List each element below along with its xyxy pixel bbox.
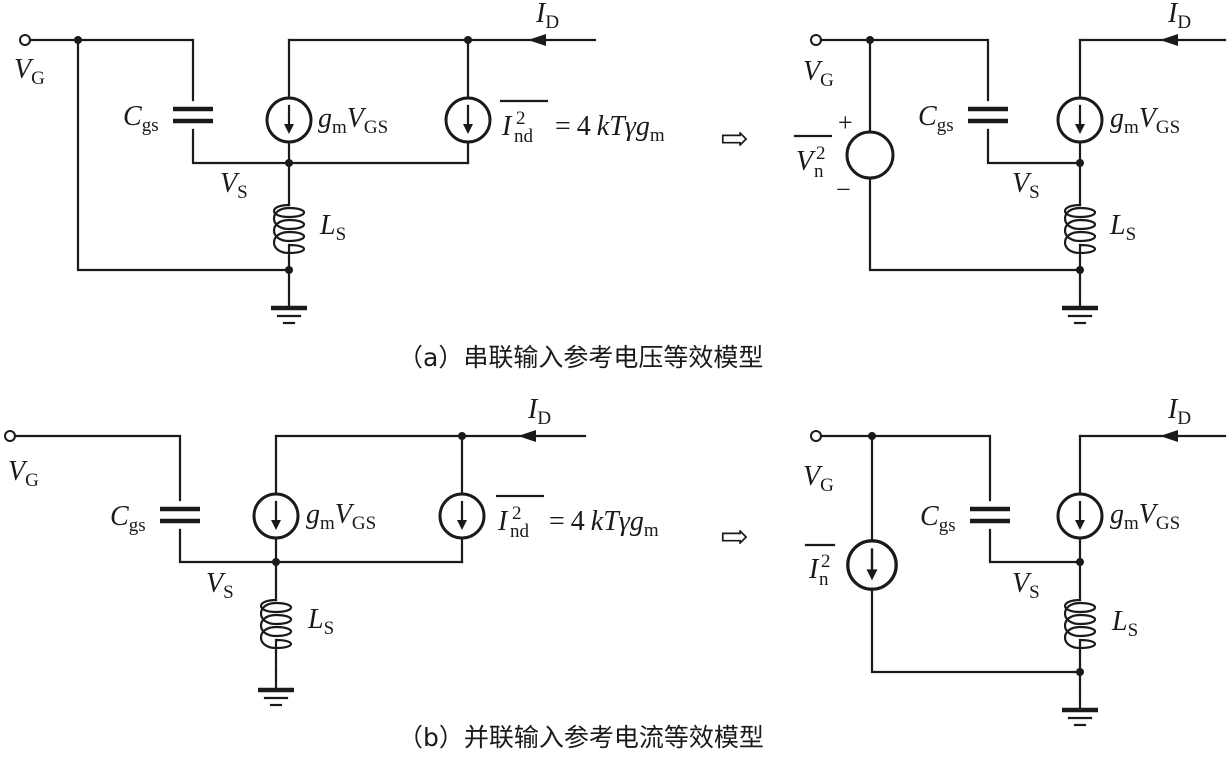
gm-vgs-label: gmVGS [1110, 499, 1180, 534]
ground-symbol [258, 670, 294, 705]
svg-text:V: V [796, 146, 816, 177]
ls-label: LS [319, 210, 346, 245]
gate-terminal [810, 430, 822, 442]
ls-label: LS [307, 604, 334, 639]
svg-text:nd: nd [510, 521, 530, 542]
svg-text:n: n [814, 161, 824, 182]
id-label: ID [527, 394, 551, 429]
gate-terminal [19, 34, 31, 46]
svg-text:nd: nd [514, 126, 534, 147]
gate-source-capacitor [160, 509, 200, 521]
svg-text:2: 2 [512, 503, 522, 524]
ground-symbol [1062, 288, 1098, 323]
vs-label: VS [206, 568, 234, 603]
source-inductor [1063, 598, 1097, 654]
drain-current-arrow [1160, 430, 1178, 442]
noise-voltage-source [845, 130, 895, 180]
gm-vgs-label: gmVGS [306, 499, 376, 534]
vs-label: VS [220, 168, 248, 203]
minus-sign: − [836, 175, 851, 204]
gate-source-capacitor [173, 109, 213, 121]
noise-voltage-label: V 2 n [793, 134, 833, 182]
vg-label: VG [803, 56, 834, 91]
gm-vgs-label: gmVGS [318, 103, 388, 138]
svg-text:I: I [501, 111, 513, 142]
gate-terminal [810, 34, 822, 46]
caption-a: （a）串联输入参考电压等效模型 [398, 343, 763, 372]
cgs-label: Cgs [110, 501, 146, 536]
svg-text:I: I [808, 554, 820, 585]
transconductance-source [1056, 492, 1104, 540]
transconductance-source [1056, 96, 1104, 144]
cgs-label: Cgs [123, 101, 159, 136]
svg-text:2: 2 [516, 108, 526, 129]
vs-label: VS [1012, 168, 1040, 203]
drain-current-arrow [1160, 34, 1178, 46]
svg-text:2: 2 [821, 551, 831, 572]
gate-terminal [4, 430, 16, 442]
vg-label: VG [8, 456, 39, 491]
source-inductor [272, 203, 306, 259]
caption-b: （b）并联输入参考电流等效模型 [398, 723, 764, 752]
gm-vgs-label: gmVGS [1110, 103, 1180, 138]
id-label: ID [535, 0, 559, 33]
ground-symbol [1062, 690, 1098, 725]
implies-arrow-b: ⇨ [720, 519, 749, 556]
drain-current-arrow [518, 430, 536, 442]
source-inductor [259, 598, 293, 654]
circuit-b-right: VG ID I 2 n Cgs gmVGS VS LS [803, 394, 1227, 725]
drain-noise-source [444, 96, 492, 144]
ls-label: LS [1111, 606, 1138, 641]
id-label: ID [1167, 394, 1191, 429]
drain-current-arrow [528, 34, 546, 46]
circuit-a-right: VG ID + − V 2 n Cgs gmVGS VS LS [793, 0, 1227, 323]
id-label: ID [1167, 0, 1191, 33]
ground-symbol [271, 288, 307, 323]
svg-text:I: I [497, 506, 509, 537]
noise-current-source [846, 539, 898, 591]
ls-label: LS [1109, 210, 1136, 245]
cgs-label: Cgs [920, 501, 956, 536]
svg-text:2: 2 [816, 143, 826, 164]
gate-source-capacitor [970, 509, 1010, 521]
implies-arrow-a: ⇨ [720, 121, 749, 158]
vg-label: VG [803, 461, 834, 496]
vg-label: VG [14, 54, 45, 89]
transconductance-source [252, 492, 300, 540]
source-inductor [1063, 203, 1097, 259]
noise-current-label: I 2 n [804, 543, 836, 590]
gate-source-capacitor [968, 109, 1008, 121]
plus-sign: + [838, 108, 853, 137]
transconductance-source [265, 96, 313, 144]
vs-label: VS [1012, 568, 1040, 603]
cgs-label: Cgs [918, 101, 954, 136]
drain-noise-source [438, 492, 486, 540]
svg-text:n: n [819, 569, 829, 590]
